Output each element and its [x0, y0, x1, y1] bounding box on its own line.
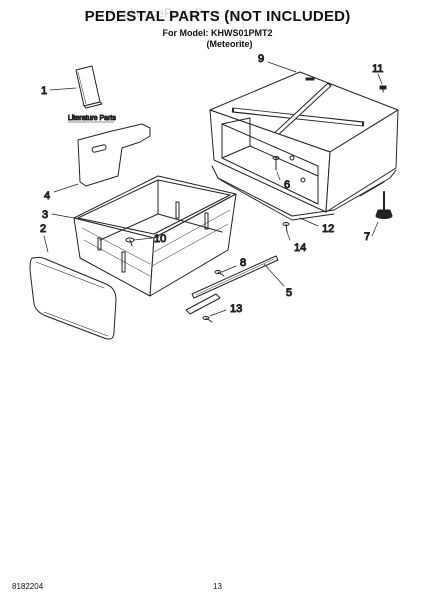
- slide-screw-lower[interactable]: [202, 316, 213, 323]
- slide-rail[interactable]: [185, 293, 221, 315]
- leader-lines: [43, 61, 383, 317]
- cabinet-screw[interactable]: [272, 156, 280, 171]
- drawer-front[interactable]: [29, 256, 117, 340]
- callout-5: 5: [286, 287, 292, 299]
- callout-7: 7: [364, 231, 370, 243]
- base-plate[interactable]: [211, 165, 397, 221]
- callout-9: 9: [258, 53, 264, 65]
- callout-2: 2: [40, 223, 46, 235]
- pedestal-cabinet[interactable]: [209, 71, 399, 213]
- callout-6: 6: [284, 179, 290, 191]
- leveling-foot[interactable]: [375, 191, 393, 219]
- document-number: 8182204: [12, 582, 44, 591]
- drawer-bin[interactable]: [73, 175, 237, 297]
- drawer-slide[interactable]: [191, 255, 279, 299]
- callout-4: 4: [44, 190, 50, 202]
- watermark-text: AppliancePartsPros.com: [108, 6, 249, 20]
- door-panel[interactable]: [77, 123, 151, 187]
- model-variant: (Meteorite): [206, 39, 253, 49]
- slide-screw-upper[interactable]: [214, 270, 225, 277]
- page-number: 13: [213, 582, 222, 591]
- callout-8: 8: [240, 257, 246, 269]
- callout-1: 1: [41, 85, 47, 97]
- callout-10: 10: [154, 233, 166, 245]
- callout-11: 11: [372, 63, 383, 75]
- callout-13: 13: [230, 303, 242, 315]
- diagram-title: PEDESTAL PARTS (NOT INCLUDED): [84, 8, 351, 25]
- callout-14: 14: [294, 242, 306, 254]
- model-line: For Model: KHWS01PMT2: [162, 28, 273, 38]
- base-screw[interactable]: [282, 222, 290, 233]
- top-bracket[interactable]: [379, 85, 387, 93]
- callout-12: 12: [322, 223, 334, 235]
- callout-3: 3: [42, 209, 48, 221]
- literature-booklet[interactable]: [75, 65, 103, 109]
- literature-parts-label: Literature Parts: [68, 115, 116, 122]
